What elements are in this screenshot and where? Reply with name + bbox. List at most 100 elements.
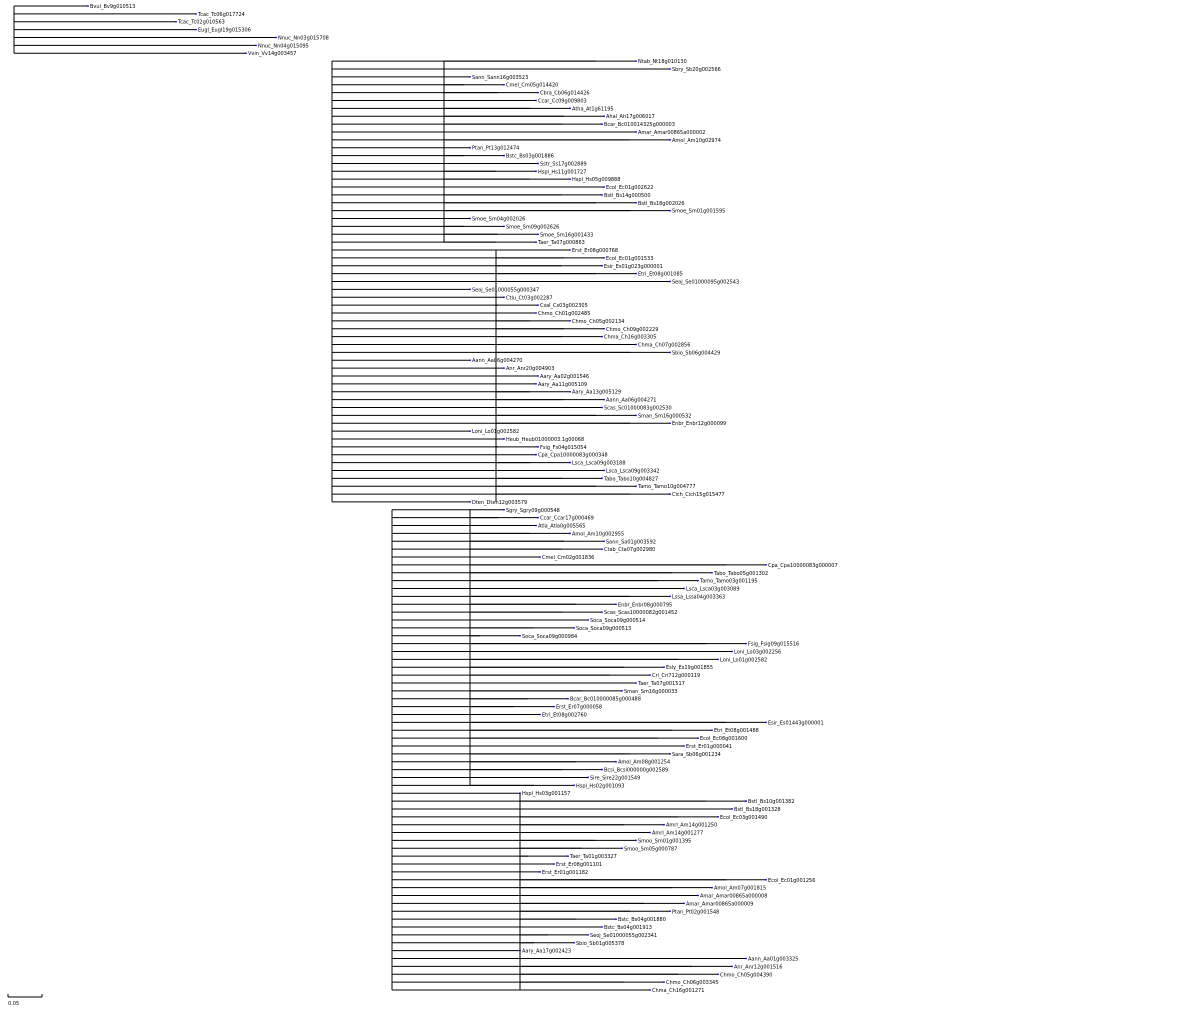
leaf-label: Anr_Anr20g004903 bbox=[506, 366, 554, 372]
leaf-label: Hspl_Hs02g001093 bbox=[576, 783, 624, 789]
leaf-dot bbox=[537, 516, 539, 519]
leaf-label: Cpa_Cpa10000083g000007 bbox=[768, 563, 838, 569]
leaf-label: Soca_Soca09g000514 bbox=[590, 618, 645, 624]
leaf-label: Chma_Ch16g001271 bbox=[652, 988, 704, 994]
leaf-label: Tamo_Tamo10g004777 bbox=[637, 484, 696, 490]
leaf-dot bbox=[603, 115, 605, 118]
leaf-label: Sstr_Ss17g002889 bbox=[540, 161, 587, 167]
leaf-label: Smoe_Sm16g001433 bbox=[540, 232, 593, 238]
leaf-dot bbox=[649, 989, 651, 991]
leaf-label: Amar_Amar00865a000008 bbox=[700, 894, 767, 900]
leaf-label: Smoe_Sm09g002626 bbox=[506, 224, 559, 230]
leaf-dot bbox=[603, 257, 605, 259]
leaf-dot bbox=[601, 264, 603, 267]
leaf-dot bbox=[535, 99, 537, 102]
leaf-label: Seoj_Se01000055g002341 bbox=[590, 933, 657, 939]
leaf-dot bbox=[635, 201, 637, 204]
leaf-dot bbox=[669, 351, 671, 354]
leaf-dot bbox=[469, 217, 471, 220]
leaf-dot bbox=[195, 28, 197, 31]
leaf-dot bbox=[669, 422, 671, 425]
leaf-label: Sann_Sann16g003523 bbox=[472, 75, 528, 81]
leaf-dot bbox=[567, 855, 569, 858]
leaf-label: Heub_Heub01000003.1g00068 bbox=[506, 437, 584, 443]
leaf-dot bbox=[635, 682, 637, 684]
leaf-label: Lssa_Lssa04g003363 bbox=[672, 594, 725, 600]
tree-branches bbox=[13, 5, 767, 991]
leaf-dot bbox=[615, 760, 617, 763]
leaf-label: Fsig_Fs04g015054 bbox=[540, 445, 587, 451]
leaf-dot bbox=[601, 477, 603, 480]
leaf-dot bbox=[569, 178, 571, 181]
leaf-label: Aary_Aa11g005109 bbox=[538, 382, 587, 388]
scale-bar-label: 0.05 bbox=[8, 1001, 19, 1007]
leaf-label: Loni_Lo01g002582 bbox=[720, 657, 767, 663]
leaf-label: Ccar_Ccar17g000469 bbox=[540, 516, 594, 522]
leaf-label: Scas_Sc01000083g002530 bbox=[604, 405, 672, 411]
leaf-label: Esir_Es01443g000001 bbox=[768, 720, 824, 726]
leaf-label: Smoe_Sm04g002026 bbox=[472, 217, 525, 223]
leaf-label: Bstl_Bs18g002026 bbox=[638, 201, 685, 207]
leaf-dot bbox=[587, 619, 589, 621]
leaf-dot bbox=[537, 91, 539, 94]
leaf-dot bbox=[765, 878, 767, 881]
leaf-dot bbox=[553, 705, 555, 708]
leaf-label: Sire_Sire22g001549 bbox=[590, 775, 640, 781]
leaf-label: Chma_Ch07g002856 bbox=[638, 342, 690, 348]
leaf-dot bbox=[635, 272, 637, 275]
leaf-dot bbox=[669, 68, 671, 70]
leaf-label: Enbr_Enbr08g000795 bbox=[618, 602, 672, 608]
leaf-label: Soca_Soca09g000513 bbox=[576, 626, 631, 632]
leaf-dot bbox=[195, 12, 197, 15]
leaf-label: Ecol_Ec03g001490 bbox=[720, 815, 767, 821]
leaf-dot bbox=[503, 508, 505, 511]
leaf-label: Sbry_Sb20g002566 bbox=[672, 67, 721, 73]
leaf-dot bbox=[669, 138, 671, 141]
leaf-label: Atha_At1g61195 bbox=[572, 106, 614, 112]
leaf-dot bbox=[601, 611, 603, 614]
leaf-label: Lsca_Lsca03g003089 bbox=[686, 587, 740, 593]
leaf-label: Loni_Lo03g002256 bbox=[734, 650, 781, 656]
leaf-dot bbox=[535, 382, 537, 385]
leaf-dot bbox=[539, 556, 541, 558]
leaf-label: Nnuc_Nn03g015708 bbox=[278, 35, 329, 41]
leaf-dot bbox=[569, 532, 571, 535]
leaf-label: Bcar_Bc010000085g000488 bbox=[570, 697, 641, 703]
leaf-dot bbox=[539, 871, 541, 873]
leaf-label: Cbra_Cb06g014426 bbox=[540, 91, 590, 97]
leaf-label: Sann_Sa01g003592 bbox=[606, 539, 656, 545]
leaf-label: Chmo_Ch05g004390 bbox=[720, 972, 772, 978]
leaf-label: Amol_Am08g001254 bbox=[618, 760, 670, 766]
leaf-dot bbox=[669, 493, 671, 495]
leaf-dot bbox=[635, 131, 637, 133]
leaf-label: Cpa_Cpa10000083g000348 bbox=[538, 453, 608, 459]
leaf-dot bbox=[569, 249, 571, 251]
leaf-label: Chma_Ch16g003305 bbox=[604, 335, 656, 341]
leaf-label: Lsca_Lsca09g003342 bbox=[606, 468, 660, 474]
leaf-dot bbox=[601, 335, 603, 338]
leaf-dot bbox=[519, 634, 521, 637]
leaf-label: Tcac_Tc06g017724 bbox=[197, 12, 245, 18]
leaf-dot bbox=[731, 965, 733, 968]
leaf-dot bbox=[469, 288, 471, 291]
leaf-label: Sgry_Sgry09g000548 bbox=[506, 508, 560, 514]
leaf-label: Chmo_Ch01g002485 bbox=[538, 311, 590, 317]
leaf-dot bbox=[731, 650, 733, 653]
leaf-dot bbox=[469, 146, 471, 149]
leaf-dot bbox=[535, 524, 537, 527]
leaf-dot bbox=[87, 5, 89, 7]
leaf-dot bbox=[663, 666, 665, 669]
leaf-dot bbox=[469, 359, 471, 362]
leaf-dot bbox=[539, 713, 541, 716]
leaf-dot bbox=[697, 579, 699, 582]
leaf-label: Bcar_Bc010014325g000003 bbox=[604, 122, 675, 128]
leaf-label: Csal_Cs03g002305 bbox=[540, 303, 588, 309]
leaf-dot bbox=[553, 863, 555, 865]
leaf-dot bbox=[649, 831, 651, 834]
leaf-label: Chmo_Ch06g003345 bbox=[666, 980, 718, 986]
leaf-dot bbox=[717, 658, 719, 661]
leaf-label: Aary_Aa17g002423 bbox=[522, 949, 571, 955]
leaf-label: Tcac_Tc02g010563 bbox=[177, 20, 225, 26]
leaf-dot bbox=[537, 375, 539, 377]
